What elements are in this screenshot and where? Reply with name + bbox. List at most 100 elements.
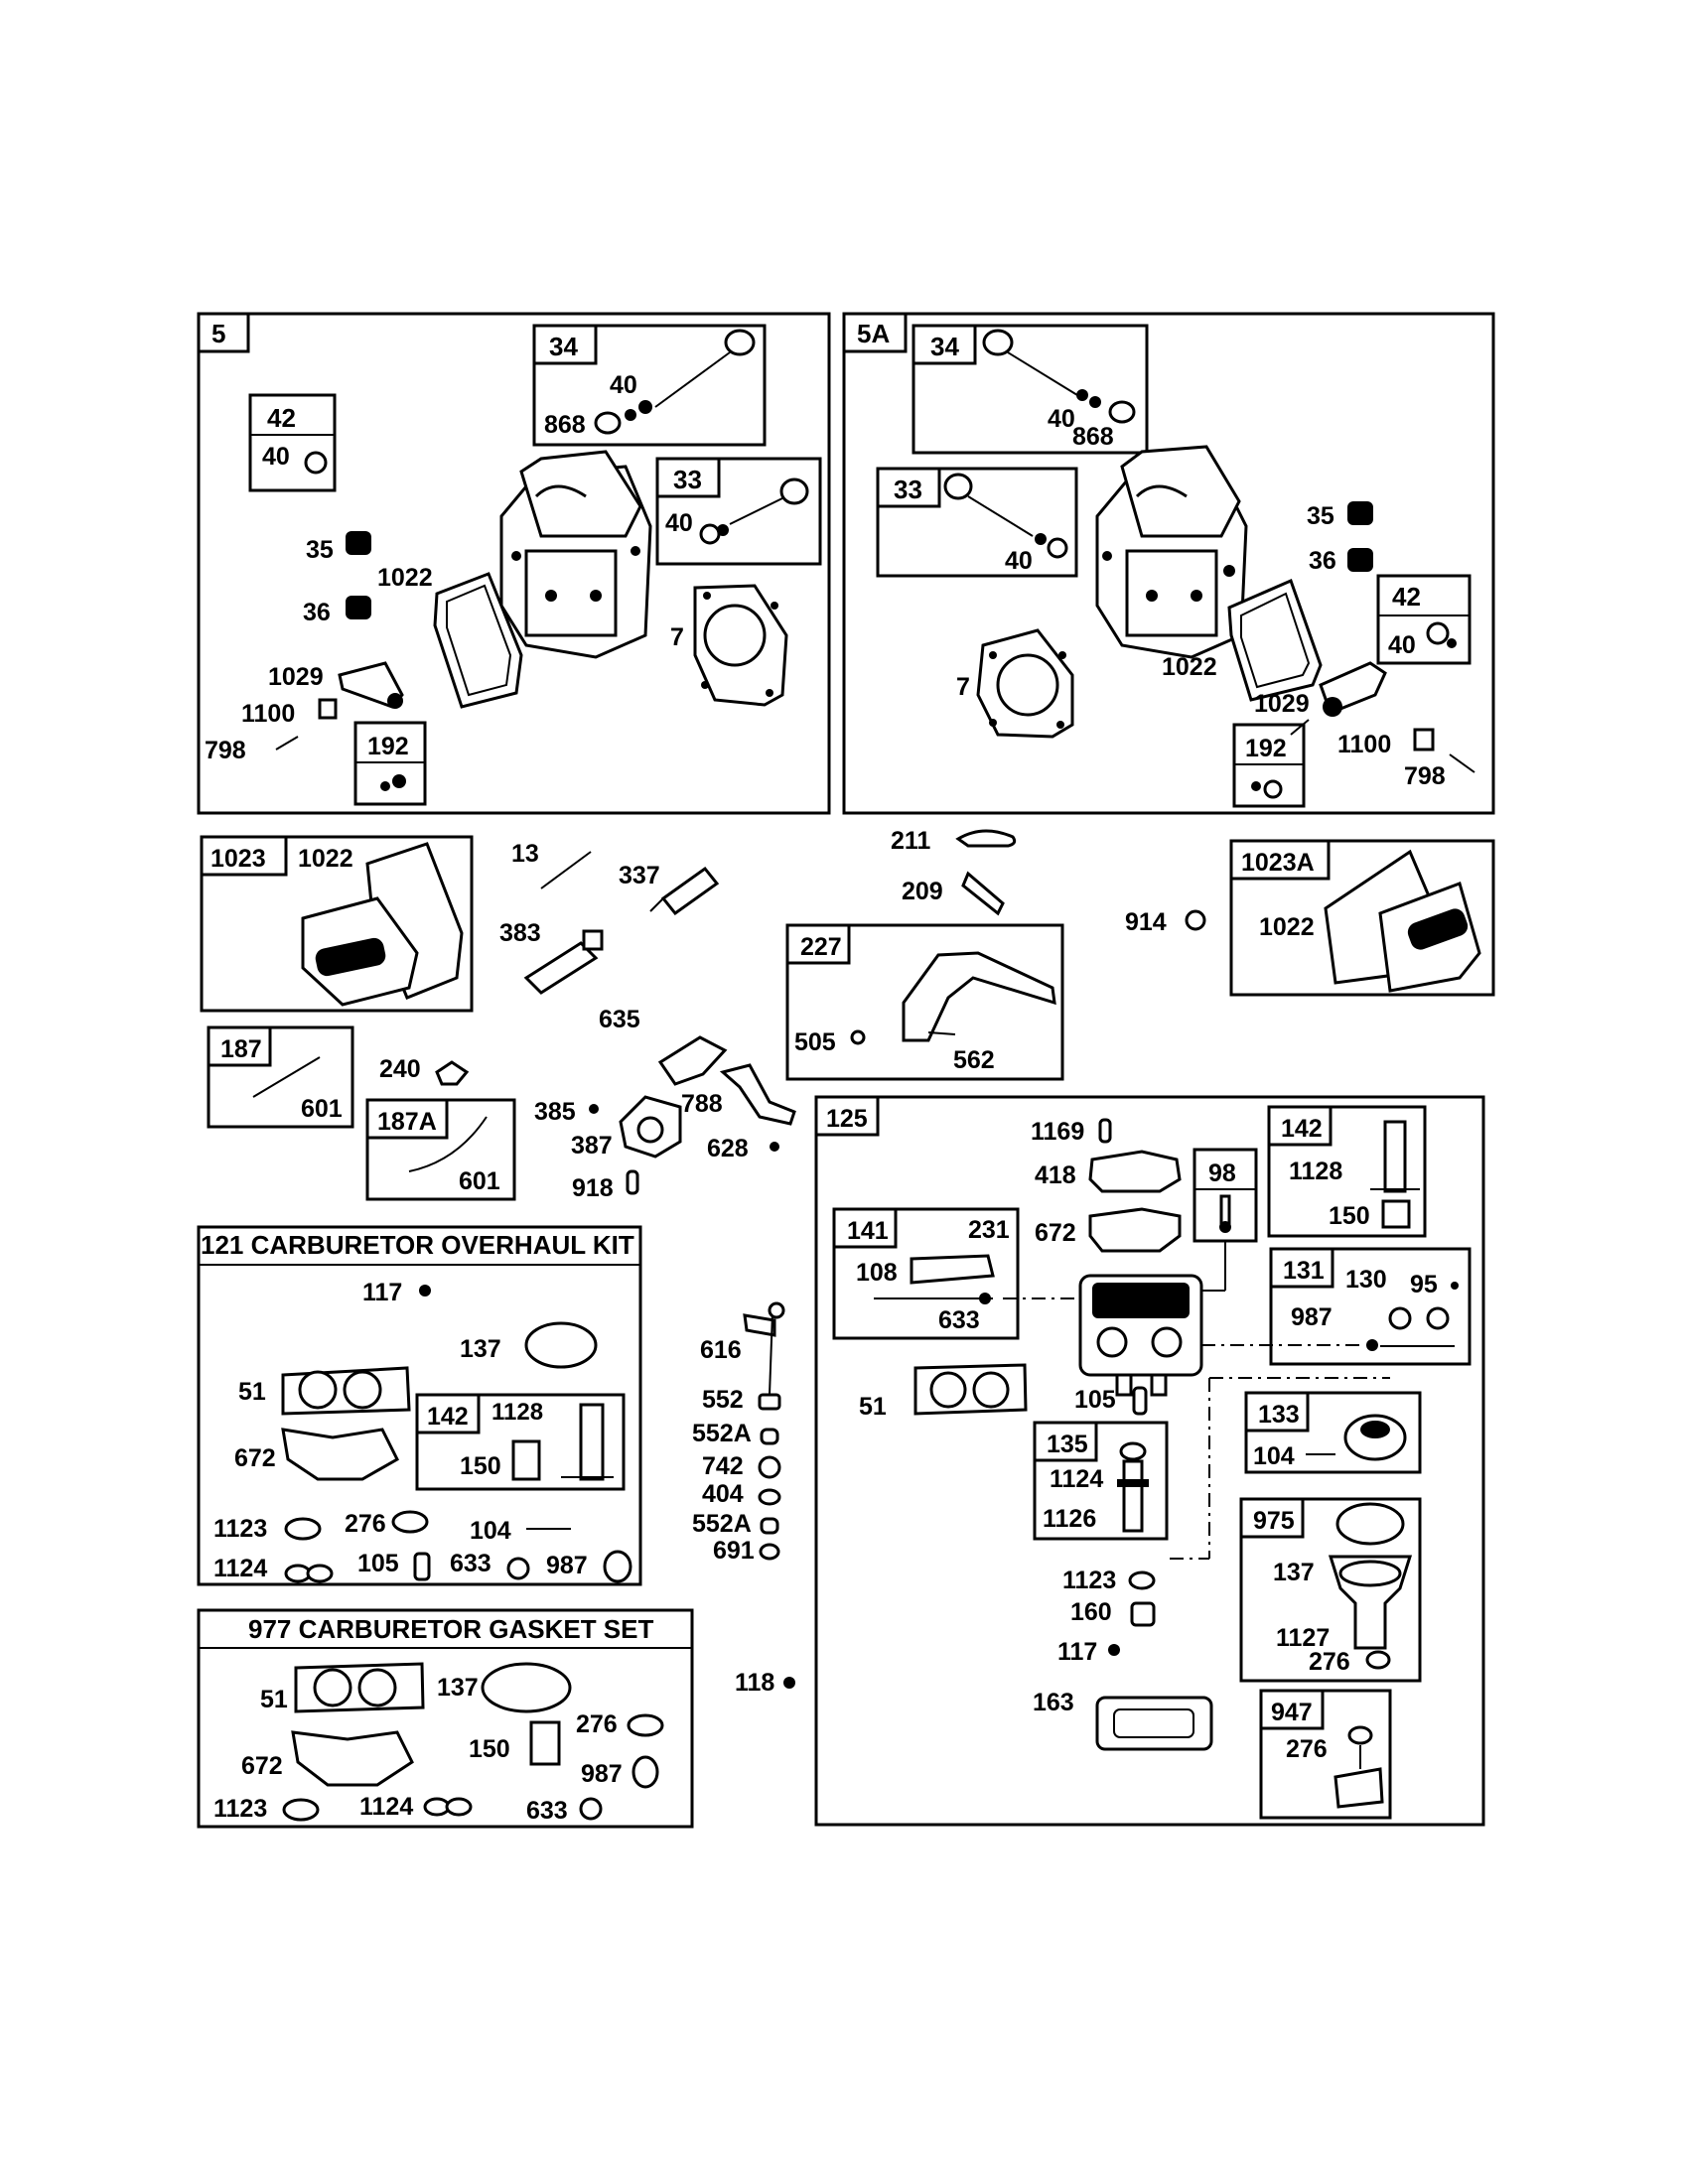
o-ring-1123-icon bbox=[284, 1517, 322, 1541]
label-150: 150 bbox=[469, 1735, 510, 1763]
box-1023A-tab bbox=[1229, 839, 1331, 881]
spring-211-icon bbox=[955, 829, 1017, 848]
screw-117-icon bbox=[419, 1285, 431, 1297]
label-36: 36 bbox=[1309, 547, 1336, 575]
label-105: 105 bbox=[1074, 1386, 1116, 1414]
cover-logo-icon bbox=[1407, 908, 1469, 950]
label-1128: 1128 bbox=[1289, 1158, 1342, 1185]
box-187-label: 187 bbox=[220, 1035, 262, 1063]
label-40: 40 bbox=[665, 509, 693, 537]
label-211: 211 bbox=[891, 827, 930, 855]
washer-276-icon bbox=[391, 1510, 429, 1534]
washer-505-icon bbox=[850, 1029, 866, 1045]
valve-spring-icon bbox=[346, 596, 371, 619]
valve-stem-34a bbox=[654, 351, 731, 408]
keeper-icon bbox=[1035, 533, 1047, 545]
label-40: 40 bbox=[1388, 631, 1416, 659]
o-ring-1124-icon bbox=[306, 1564, 334, 1583]
valve-head-33a bbox=[779, 478, 809, 505]
box-1023A-label: 1023A bbox=[1241, 849, 1315, 877]
label-35: 35 bbox=[306, 536, 334, 564]
label-1124: 1124 bbox=[359, 1793, 413, 1821]
label-1123: 1123 bbox=[1062, 1567, 1116, 1594]
o-ring-137-icon bbox=[524, 1321, 598, 1369]
choke-plate-icon bbox=[1426, 1306, 1450, 1330]
valve-stem-33b bbox=[967, 495, 1034, 537]
label-562: 562 bbox=[953, 1046, 995, 1074]
label-1127: 1127 bbox=[1276, 1624, 1330, 1652]
throttle-plate-icon bbox=[910, 1254, 995, 1285]
jet-105-icon bbox=[1132, 1386, 1148, 1416]
label-160: 160 bbox=[1070, 1598, 1112, 1626]
label-633: 633 bbox=[526, 1797, 568, 1825]
spark-plug-icon bbox=[660, 866, 720, 916]
nozzle-ring-icon bbox=[1117, 1479, 1149, 1487]
label-385: 385 bbox=[534, 1098, 576, 1126]
pin-918-icon bbox=[626, 1169, 639, 1195]
bracket-227-icon bbox=[902, 951, 1056, 1042]
label-105: 105 bbox=[357, 1550, 399, 1577]
seal-987-icon bbox=[632, 1755, 659, 1789]
leader-line bbox=[1290, 719, 1310, 736]
o-ring-1123-icon bbox=[282, 1798, 320, 1822]
keeper-icon bbox=[1089, 396, 1101, 408]
box-98-label: 98 bbox=[1208, 1160, 1236, 1187]
choke-shaft-icon bbox=[769, 1311, 773, 1396]
box-5-label: 5 bbox=[211, 319, 225, 348]
label-40: 40 bbox=[610, 371, 637, 399]
nut-icon bbox=[1251, 781, 1261, 791]
retainer-icon bbox=[304, 451, 328, 475]
label-742: 742 bbox=[702, 1452, 744, 1480]
box-42a-frame bbox=[248, 393, 337, 492]
valve-head-33b bbox=[943, 473, 973, 500]
jet-105-icon bbox=[413, 1552, 431, 1581]
box-34a-label: 34 bbox=[549, 332, 578, 361]
box-142b-frame bbox=[1267, 1105, 1427, 1238]
box-125-tab bbox=[814, 1095, 880, 1137]
keeper-icon bbox=[638, 400, 652, 414]
box-187-frame bbox=[207, 1025, 354, 1129]
screw-385-icon bbox=[589, 1104, 599, 1114]
pivot-icon bbox=[387, 693, 403, 709]
group-187: 187 601 bbox=[207, 1025, 354, 1129]
box-187A-label: 187A bbox=[377, 1108, 437, 1136]
group-5: 5 34 40 868 42 40 33 40 bbox=[197, 312, 831, 815]
group-1023A: 1023A 1022 bbox=[1229, 839, 1495, 997]
pivot-icon bbox=[1323, 697, 1342, 717]
box-33a-frame bbox=[655, 457, 822, 566]
box-5A-label: 5A bbox=[857, 319, 890, 348]
bushing-552-icon bbox=[758, 1393, 781, 1411]
valve-stem-33a bbox=[729, 495, 787, 525]
group-1023: 1023 1022 bbox=[200, 835, 474, 1013]
box-34b-frame bbox=[912, 324, 1149, 455]
group-125: 125 1169 418 672 98 142 1128 150 141 231… bbox=[814, 1095, 1485, 1827]
box-947-frame bbox=[1259, 1689, 1392, 1820]
nut-160-icon bbox=[1130, 1601, 1156, 1627]
box-227-frame bbox=[785, 923, 1064, 1081]
label-1124: 1124 bbox=[1050, 1465, 1103, 1493]
fuel-line-187-icon bbox=[252, 1056, 321, 1098]
box-131-label: 131 bbox=[1283, 1257, 1325, 1285]
gasket-51-icon bbox=[281, 1366, 411, 1416]
group-227: 227 505 562 bbox=[785, 923, 1064, 1081]
head-gasket-icon bbox=[976, 628, 1074, 739]
label-7: 7 bbox=[956, 673, 970, 701]
box-34a-frame bbox=[532, 324, 767, 447]
float-bracket-icon bbox=[579, 1403, 605, 1481]
gasket-51-icon bbox=[913, 1363, 1028, 1416]
label-35: 35 bbox=[1307, 502, 1334, 530]
seal-552A-icon bbox=[760, 1428, 779, 1445]
box-1023A-frame bbox=[1229, 839, 1495, 997]
label-95: 95 bbox=[1410, 1271, 1438, 1298]
box-133-tab bbox=[1244, 1391, 1310, 1433]
screw-icon bbox=[1449, 753, 1475, 773]
box-975-tab bbox=[1239, 1497, 1305, 1539]
label-130: 130 bbox=[1345, 1266, 1387, 1294]
seal-987-icon bbox=[603, 1550, 632, 1583]
label-1100: 1100 bbox=[241, 700, 295, 728]
valve-seal-icon bbox=[1108, 400, 1136, 424]
label-1022: 1022 bbox=[1259, 913, 1315, 941]
label-117: 117 bbox=[362, 1279, 402, 1306]
label-231: 231 bbox=[968, 1216, 1010, 1244]
